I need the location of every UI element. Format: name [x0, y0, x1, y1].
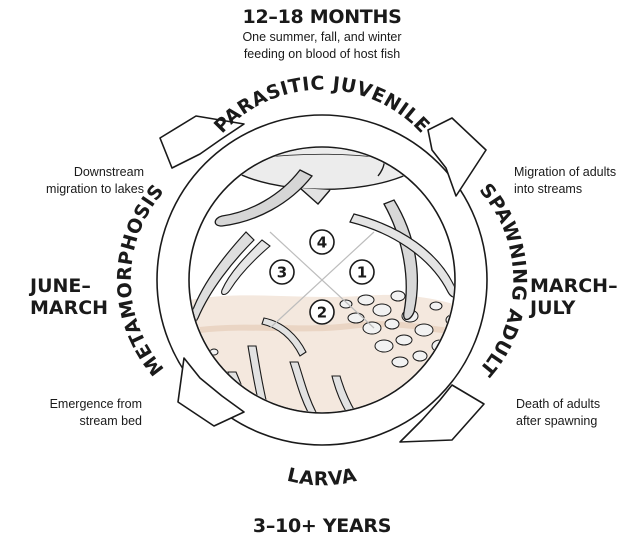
scene-illustration — [190, 112, 460, 420]
stage-label-left: METAMORPHOSIS — [114, 180, 169, 380]
marker-4: 4 — [310, 230, 334, 254]
marker-1: 1 — [350, 260, 374, 284]
stage-label-top: PARASITIC JUVENILE — [210, 72, 434, 137]
svg-text:2: 2 — [317, 304, 327, 322]
svg-text:3: 3 — [277, 264, 287, 282]
stage-label-right: SPAWNING ADULT — [475, 179, 530, 380]
marker-2: 2 — [310, 300, 334, 324]
svg-text:4: 4 — [317, 234, 327, 252]
stage-label-bottom: LARVA — [285, 464, 359, 490]
marker-3: 3 — [270, 260, 294, 284]
svg-text:1: 1 — [357, 264, 367, 282]
arrow-top-right-icon — [428, 118, 486, 196]
